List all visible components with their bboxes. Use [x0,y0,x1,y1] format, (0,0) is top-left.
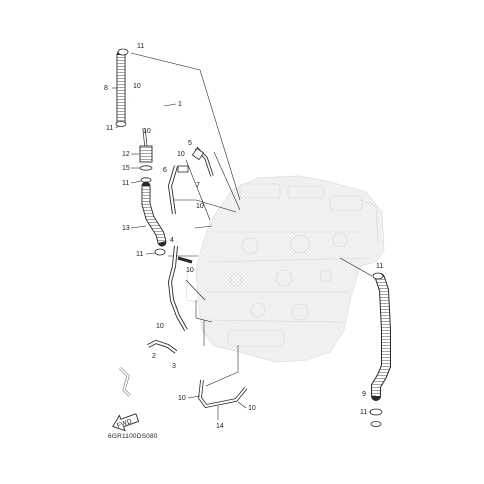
hose-5 [191,146,214,177]
callout-8: 8 [104,85,108,92]
callout-10: 10 [248,405,256,412]
engine-block [185,175,385,363]
callout-10: 10 [156,323,164,330]
callout-7: 7 [196,182,200,189]
callout-6: 6 [163,167,167,174]
callout-14: 14 [216,423,224,430]
callout-11: 11 [137,43,144,50]
fwd-arrow-icon: FWD [112,413,140,432]
callout-11: 11 [122,180,129,187]
callout-15: 15 [122,165,130,172]
callout-5: 5 [188,140,192,147]
callout-10: 10 [196,203,204,210]
hose-4 [167,245,193,331]
callout-10: 10 [177,151,185,158]
part-2-elbow [118,339,178,398]
fwd-label: FWD [116,418,133,430]
callouts: 11 8 10 1 11 10 5 12 10 15 6 11 7 10 13 … [104,43,383,430]
callout-13: 13 [122,225,130,232]
callout-10: 10 [186,267,194,274]
callout-12: 12 [122,151,130,158]
callout-10: 10 [133,83,141,90]
hose-9 [369,272,391,427]
callout-11: 11 [376,263,383,270]
hose-13 [141,181,167,256]
callout-10: 10 [143,128,151,135]
hose-8 [115,48,129,127]
leader-lines [130,52,373,387]
callout-1: 1 [178,101,182,108]
part-12-connector [139,145,153,183]
callout-3: 3 [172,363,176,370]
hose-10-small [142,127,148,149]
callout-10: 10 [178,395,186,402]
drawing-code: 6GR1100DS080 [108,433,158,440]
callout-11: 11 [360,409,367,416]
callout-11: 11 [136,251,143,258]
callout-leaders [112,87,376,420]
callout-9: 9 [362,391,366,398]
hose-6 [167,165,189,215]
callout-2: 2 [152,353,156,360]
callout-11: 11 [106,125,113,132]
hose-1 [131,80,166,132]
callout-4: 4 [170,237,174,244]
hose-14 [198,379,248,408]
